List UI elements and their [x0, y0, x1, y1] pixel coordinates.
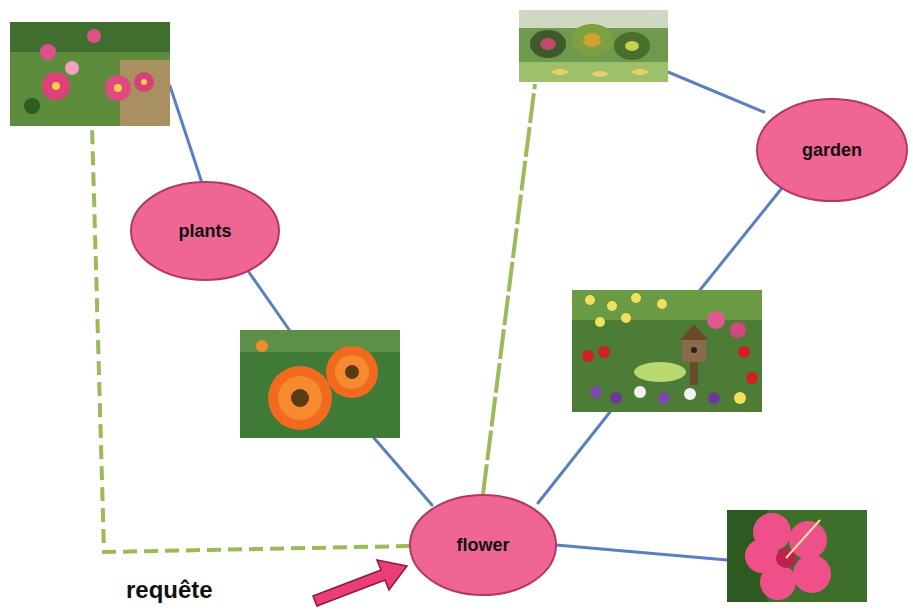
ellipse-shape [131, 182, 279, 280]
topiary-photo [519, 10, 668, 82]
hibiscus-photo [727, 510, 867, 602]
gerbera-photo [240, 330, 400, 438]
keyword-ellipse: garden [756, 98, 908, 202]
peony-photo [10, 22, 170, 126]
keyword-text: garden [802, 140, 862, 161]
query-arrow [313, 560, 407, 606]
keyword-text: plants [178, 221, 231, 242]
keyword-ellipse: plants [130, 181, 280, 281]
query-label: requête [126, 576, 213, 604]
flowerbed-photo [572, 290, 762, 412]
keyword-ellipse: flower [409, 494, 557, 596]
keyword-text: flower [456, 535, 509, 556]
link-lines [170, 72, 782, 560]
query-path [92, 84, 535, 552]
ellipse-shape [757, 99, 907, 201]
ellipse-shape [410, 495, 556, 595]
